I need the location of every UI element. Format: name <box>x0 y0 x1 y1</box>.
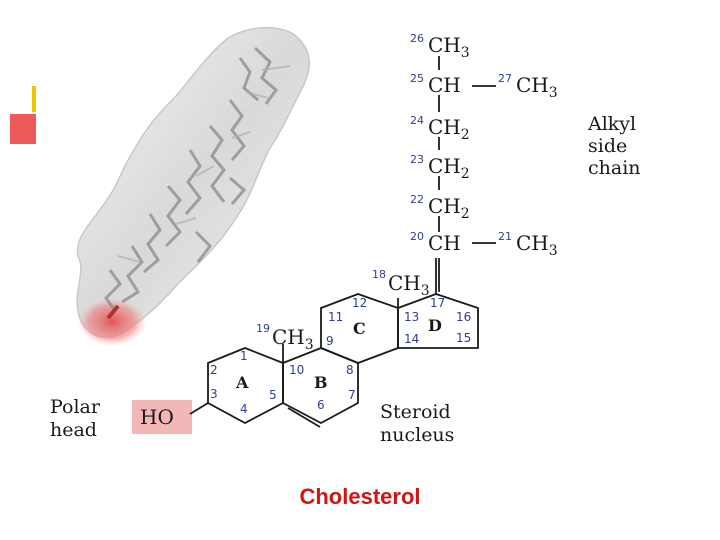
group-c26: CH3 <box>428 33 470 61</box>
locant-24: 24 <box>410 114 424 127</box>
locant-14: 14 <box>404 332 419 346</box>
locant-4: 4 <box>240 402 248 416</box>
locant-1: 1 <box>240 349 248 363</box>
locant-25: 25 <box>410 72 424 85</box>
locant-6: 6 <box>317 398 325 412</box>
carbon-20: 20 CH 21 CH3 <box>410 230 558 259</box>
side-chain-label: Alkyl side chain <box>587 113 641 179</box>
locant-27: 27 <box>498 72 512 85</box>
locant-12: 12 <box>352 296 367 310</box>
ring-b-label: B <box>314 373 328 392</box>
locant-5: 5 <box>269 388 277 402</box>
locant-8: 8 <box>346 363 354 377</box>
polar-head-highlight <box>132 400 192 434</box>
carbon-25: 25 CH 27 CH3 <box>410 72 558 101</box>
carbon-18: 18 CH3 <box>372 268 430 299</box>
carbon-24: 24 CH2 <box>410 114 470 143</box>
locant-18: 18 <box>372 268 386 281</box>
locant-10: 10 <box>289 363 304 377</box>
caption-title: Cholesterol <box>299 484 421 509</box>
hydroxyl-group: HO <box>140 405 174 429</box>
locant-17: 17 <box>430 296 445 310</box>
molecular-surface-model <box>76 27 310 346</box>
locant-22: 22 <box>410 193 424 206</box>
locant-21: 21 <box>498 230 512 243</box>
group-c21: CH3 <box>516 231 558 259</box>
side-chain-bonds <box>438 56 496 292</box>
group-c22: CH2 <box>428 194 470 222</box>
polar-head-label-line-2: head <box>50 419 97 441</box>
ring-c-label: C <box>353 319 366 338</box>
locant-7: 7 <box>348 388 356 402</box>
ring-locants: 1 2 3 4 5 6 7 8 9 10 11 12 13 14 15 16 1… <box>210 296 471 416</box>
locant-19: 19 <box>256 322 270 335</box>
group-c20: CH <box>428 231 461 255</box>
group-c27: CH3 <box>516 73 558 101</box>
slide-accent-bar <box>32 86 36 112</box>
polar-head-label-line-1: Polar <box>50 396 101 418</box>
locant-11: 11 <box>328 310 343 324</box>
locant-16: 16 <box>456 310 471 324</box>
locant-13: 13 <box>404 310 419 324</box>
group-c24: CH2 <box>428 115 470 143</box>
side-chain-label-line-3: chain <box>588 157 641 179</box>
locant-26: 26 <box>410 32 424 45</box>
locant-3: 3 <box>210 387 218 401</box>
ring-a-label: A <box>235 373 249 392</box>
locant-23: 23 <box>410 153 424 166</box>
group-c19: CH3 <box>272 325 314 353</box>
steroid-label-line-2: nucleus <box>380 424 454 446</box>
locant-9: 9 <box>326 334 334 348</box>
steroid-label-line-1: Steroid <box>380 401 451 423</box>
carbon-26: 26 CH3 <box>410 32 470 61</box>
group-c25: CH <box>428 73 461 97</box>
steroid-ring-bonds <box>207 258 479 428</box>
locant-15: 15 <box>456 331 471 345</box>
side-chain-label-line-1: Alkyl <box>587 113 636 135</box>
side-chain-label-line-2: side <box>588 135 627 157</box>
locant-2: 2 <box>210 363 218 377</box>
slide-accent-square <box>10 114 36 144</box>
carbon-22: 22 CH2 <box>410 193 470 222</box>
carbon-23: 23 CH2 <box>410 153 470 182</box>
steroid-nucleus-label: Steroid nucleus <box>380 401 454 446</box>
ring-d-label: D <box>428 316 442 335</box>
carbon-19: 19 CH3 <box>256 322 314 353</box>
hydroxyl-bond <box>189 402 209 415</box>
locant-20: 20 <box>410 230 424 243</box>
group-c18: CH3 <box>388 271 430 299</box>
polar-head-label: Polar head <box>50 396 101 441</box>
group-c23: CH2 <box>428 154 470 182</box>
